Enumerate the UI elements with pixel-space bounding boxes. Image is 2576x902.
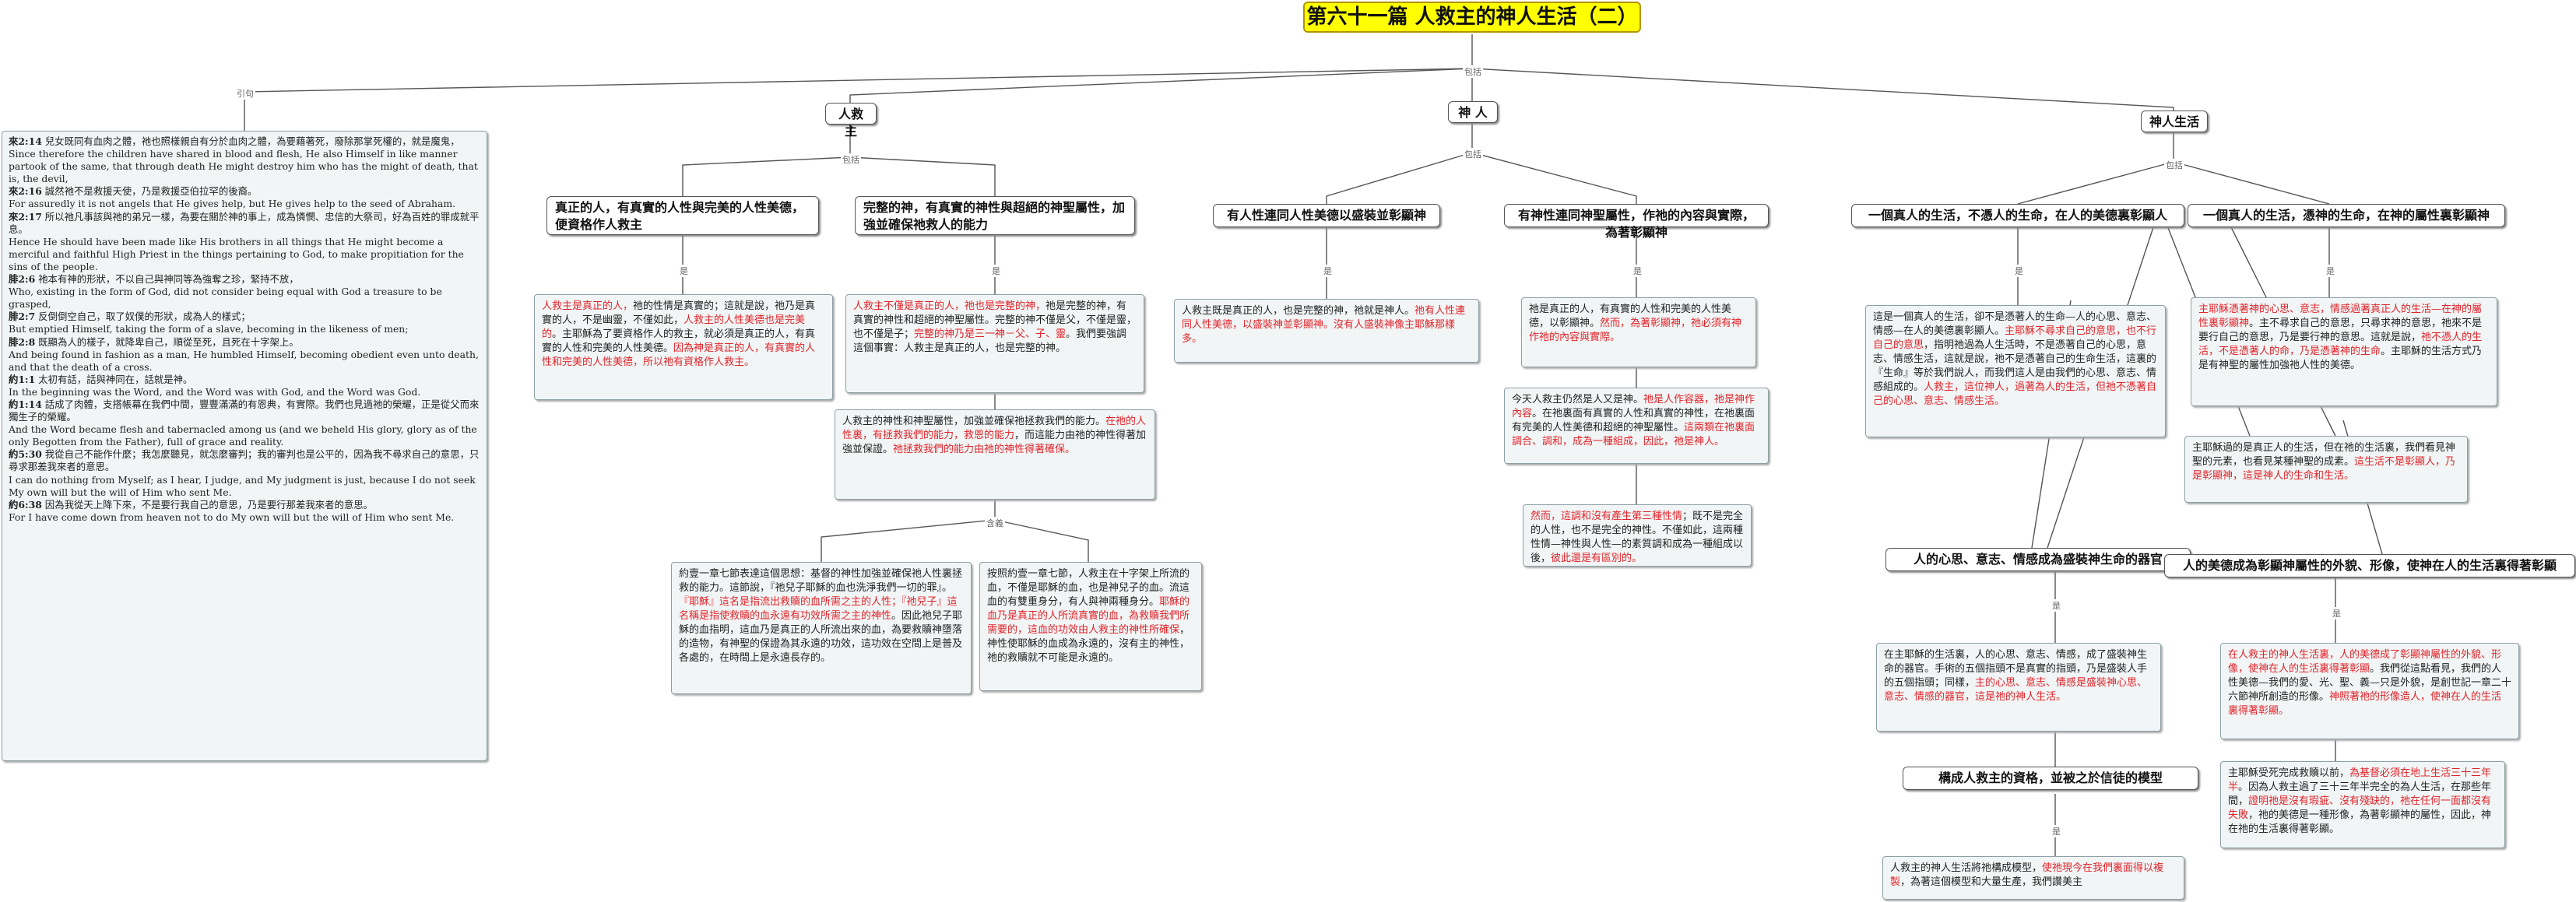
topic-renjiuzhu[interactable]: 人救主 [825,103,877,139]
root-topic[interactable]: 第六十一篇 人救主的神人生活（二） [1303,2,1641,33]
topic-model[interactable]: 構成人救主的資格，並被之於信徒的模型 [1903,767,2198,790]
topic-divinity-attributes[interactable]: 有神性連同神聖屬性，作祂的內容與實際，為著彰顯神 [1504,204,1769,240]
link-label-yinju: 引句 [235,87,255,100]
topic-godman-living[interactable]: 神人生活 [2141,111,2208,132]
link-label-shi-6: 是 [2325,265,2336,277]
link-label-shi-9: 是 [2051,825,2062,837]
link-label-shi-2: 是 [990,265,1002,277]
topic-by-divine-life[interactable]: 一個真人的生活，憑神的生命，在神的屬性裏彰顯神 [2188,204,2505,227]
topic-true-man[interactable]: 真正的人，有真實的人性與完美的人性美德，便資格作人救主 [546,196,819,235]
note-complete-god: 人救主不僅是真正的人，祂也是完整的神，祂是完整的神，有真實的神性和超絕的神聖屬性… [845,294,1144,393]
link-label-shi-1: 是 [678,265,690,277]
note-divine-element: 主耶穌過的是真正人的生活，但在祂的生活裏，我們看見神聖的元素，也看見某種神聖的成… [2184,436,2468,503]
topic-organs[interactable]: 人的心思、意志、情感成為盛裝神生命的器官 [1885,548,2191,571]
note-organs: 在主耶穌的生活裏，人的心思、意志、情感，成了盛裝神生命的器官。手術的五個指頭不是… [1876,643,2161,732]
scripture-quote-note: 來2:14 兒女既同有血肉之體，祂也照樣親自有分於血肉之體，為要藉著死，廢除那掌… [2,131,487,761]
note-1john-two-status: 按照約壹一章七節，人救主在十字架上所流的血，不僅是耶穌的血，也是神兒子的血。流這… [979,562,1202,691]
topic-humanity-virtues[interactable]: 有人性連同人性美德以盛裝並彰顯神 [1213,204,1440,227]
link-label-shi-4: 是 [1632,265,1643,277]
note-express-god: 祂是真正的人，有真實的人性和完美的人性美德，以彰顯神。然而，為著彰顯神，祂必須有… [1521,297,1756,367]
topic-not-by-human-life[interactable]: 一個真人的生活，不憑人的生命，在人的美德裏彰顯人 [1851,204,2184,227]
link-label-shi-3: 是 [1322,265,1334,277]
note-true-man: 人救主是真正的人，祂的性情是真實的；這就是說，祂乃是真實的人，不是幽靈，不僅如此… [534,294,833,400]
topic-complete-god[interactable]: 完整的神，有真實的神性與超絕的神聖屬性，加強並確保祂救人的能力 [855,196,1135,235]
note-vessel-content: 今天人救主仍然是人又是神。祂是人作容器，祂是神作內容。在祂裏面有真實的人性和真實… [1504,388,1769,464]
note-33-years: 主耶穌受死完成救贖以前，為基督必須在地上生活三十三年半。因為人救主過了三十三年半… [2220,761,2505,848]
note-godman-humanity: 人救主既是真正的人，也是完整的神，祂就是神人。祂有人性連同人性美德，以盛裝神並彰… [1174,299,1479,363]
link-label-baokuo-renjiuzhu: 包括 [841,153,861,166]
note-1john-blood: 約壹一章七節表達這個思想：基督的神性加強並確保祂人性裏拯救的能力。這節說，『祂兒… [671,562,972,694]
link-label-hanyi: 含義 [985,517,1005,529]
link-label-shi-5: 是 [2013,265,2025,277]
link-label-baokuo-shenghuo: 包括 [2164,159,2184,171]
topic-virtues-image[interactable]: 人的美德成為彰顯神屬性的外貌、形像，使神在人的生活裏得著彰顯 [2164,554,2575,577]
link-label-shi-8: 是 [2331,607,2342,619]
note-divinity-power: 人救主的神性和神聖屬性，加強並確保祂拯救我們的能力。在祂的人性裏，有拯救我們的能… [835,409,1155,500]
note-reproduce: 人救主的神人生活將祂構成模型，使祂現今在我們裏面得以複製，為著這個模型和大量生產… [1882,856,2184,900]
link-label-baokuo-root: 包括 [1463,65,1483,78]
note-gods-will: 主耶穌憑著神的心思、意志，情感過著真正人的生活—在神的屬性裏彰顯神。主不尋求自己… [2191,297,2497,406]
link-label-baokuo-shenren: 包括 [1463,148,1483,160]
note-not-own-will: 這是一個真人的生活，卻不是憑著人的生命—人的心思、意志、情感—在人的美德裏彰顯人… [1865,305,2166,437]
topic-shenren[interactable]: 神 人 [1448,101,1498,123]
note-no-third-nature: 然而，這調和沒有產生第三種性情；既不是完全的人性，也不是完全的神性。不僅如此，這… [1523,504,1752,567]
note-image: 在人救主的神人生活裏，人的美德成了彰顯神屬性的外貌、形像，使神在人的生活裏得著彰… [2220,643,2519,739]
link-label-shi-7: 是 [2051,599,2062,612]
